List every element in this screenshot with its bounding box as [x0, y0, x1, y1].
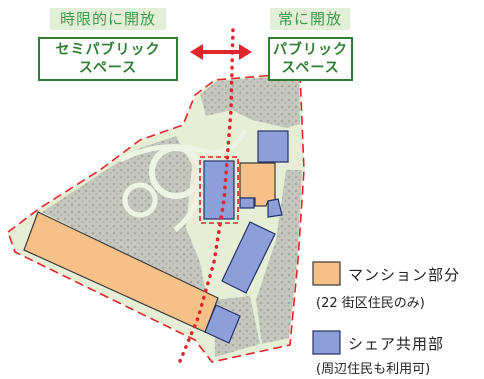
legend-note-shared: (周辺住民も利用可) [316, 362, 431, 377]
wooded-area-west [42, 136, 206, 294]
double-arrow-head-left [190, 44, 203, 60]
garden-path [118, 128, 248, 163]
shared-facility-diagonal [221, 221, 276, 294]
double-arrow-icon [190, 44, 252, 60]
public-division-dotted-line [176, 28, 235, 368]
semi-public-open-tag: 時限的に開放 [50, 8, 166, 30]
legend-label-shared: シェア共用部 [348, 335, 445, 353]
semi-public-space-box: セミパブリック スペース [38, 37, 178, 81]
shared-facility-annex-a [239, 197, 255, 209]
shared-facility-west [203, 160, 235, 220]
shared-facility-south [204, 304, 241, 344]
semi-public-space-line-2: スペース [78, 60, 138, 76]
legend-label-apartment: マンション部分 [348, 266, 461, 284]
public-space-line-2: スペース [281, 60, 340, 76]
wooded-area-north [200, 75, 300, 128]
public-space-line-1: パブリック [273, 42, 348, 58]
semi-public-highlight-outline [199, 156, 239, 224]
legend-note-apartment: (22 街区住民のみ) [316, 296, 425, 311]
shared-facility-annex-b [267, 198, 283, 218]
semi-public-space-line-1: セミパブリック [55, 42, 161, 58]
wooded-area-east [256, 170, 302, 344]
site-boundary [7, 72, 305, 363]
shared-facility-north [257, 130, 289, 163]
garden-path-ring-small [122, 182, 158, 218]
public-space-box: パブリック スペース [268, 37, 353, 81]
legend-swatch-shared [312, 330, 341, 355]
legend-swatch-shared-fill [312, 330, 341, 355]
legend-swatch-apartment-fill [312, 261, 341, 286]
double-arrow-head-right [239, 44, 252, 60]
legend-swatch-apartment [312, 261, 341, 286]
public-open-tag: 常に開放 [270, 8, 350, 30]
